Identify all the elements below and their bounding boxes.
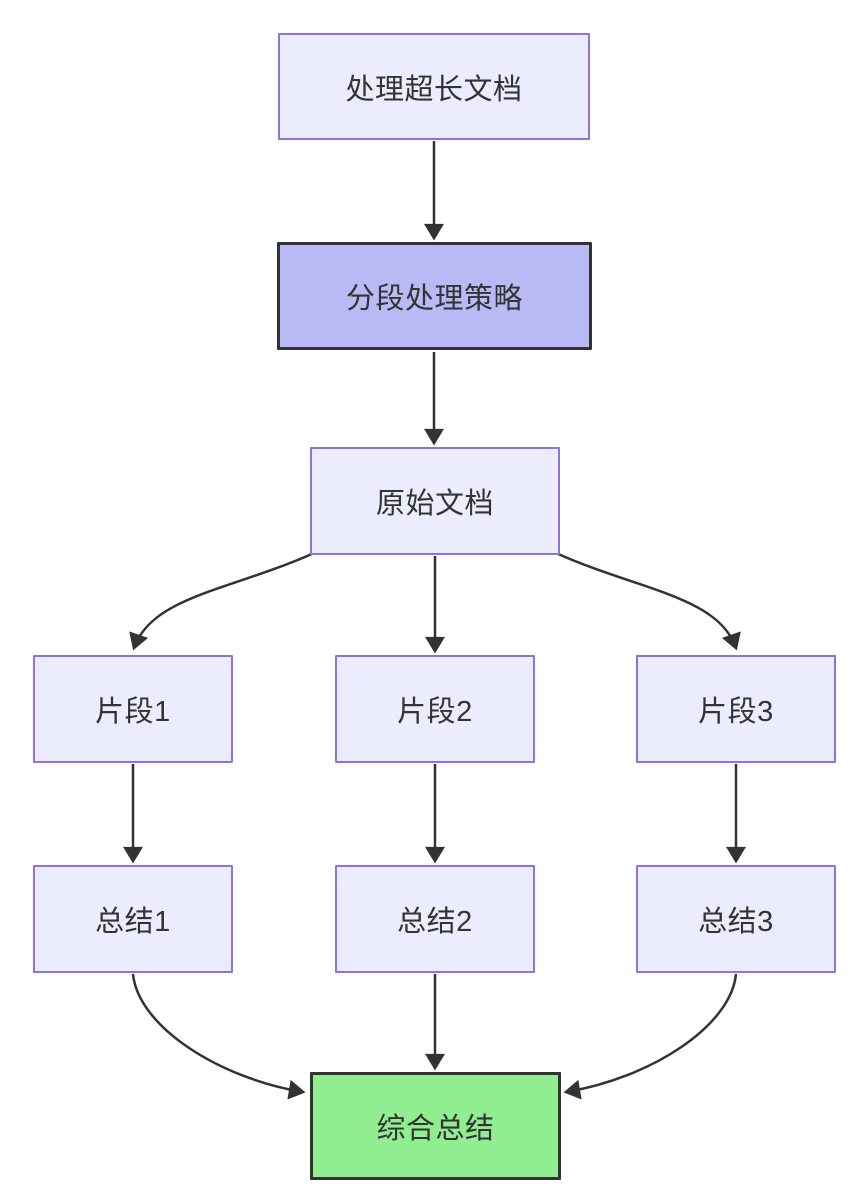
node-label: 总结2 — [397, 906, 473, 938]
node-fragment-1: 片段1 — [33, 655, 233, 763]
edge-source-to-fragment-1 — [129, 551, 315, 651]
node-label: 综合总结 — [376, 1113, 495, 1145]
node-label: 总结3 — [698, 906, 774, 938]
edge-source-to-fragment-3 — [555, 551, 741, 651]
node-summary-3: 总结3 — [636, 865, 836, 973]
node-label: 分段处理策略 — [345, 283, 523, 315]
edge-summary-3-to-final — [563, 973, 738, 1100]
node-summary-2: 总结2 — [335, 865, 535, 973]
node-label: 处理超长文档 — [345, 73, 523, 106]
node-process-long-doc: 处理超长文档 — [278, 33, 590, 140]
edge-summary-1-to-final — [131, 973, 306, 1100]
node-fragment-2: 片段2 — [335, 655, 535, 763]
node-original-doc: 原始文档 — [310, 447, 560, 555]
node-label: 片段3 — [698, 696, 774, 728]
node-segment-strategy: 分段处理策略 — [277, 242, 592, 350]
node-label: 总结1 — [95, 906, 171, 938]
node-label: 片段2 — [397, 696, 473, 728]
node-fragment-3: 片段3 — [636, 655, 836, 763]
node-final-summary: 综合总结 — [310, 1072, 561, 1180]
node-summary-1: 总结1 — [33, 865, 233, 973]
node-label: 片段1 — [95, 696, 171, 728]
node-label: 原始文档 — [375, 488, 494, 520]
